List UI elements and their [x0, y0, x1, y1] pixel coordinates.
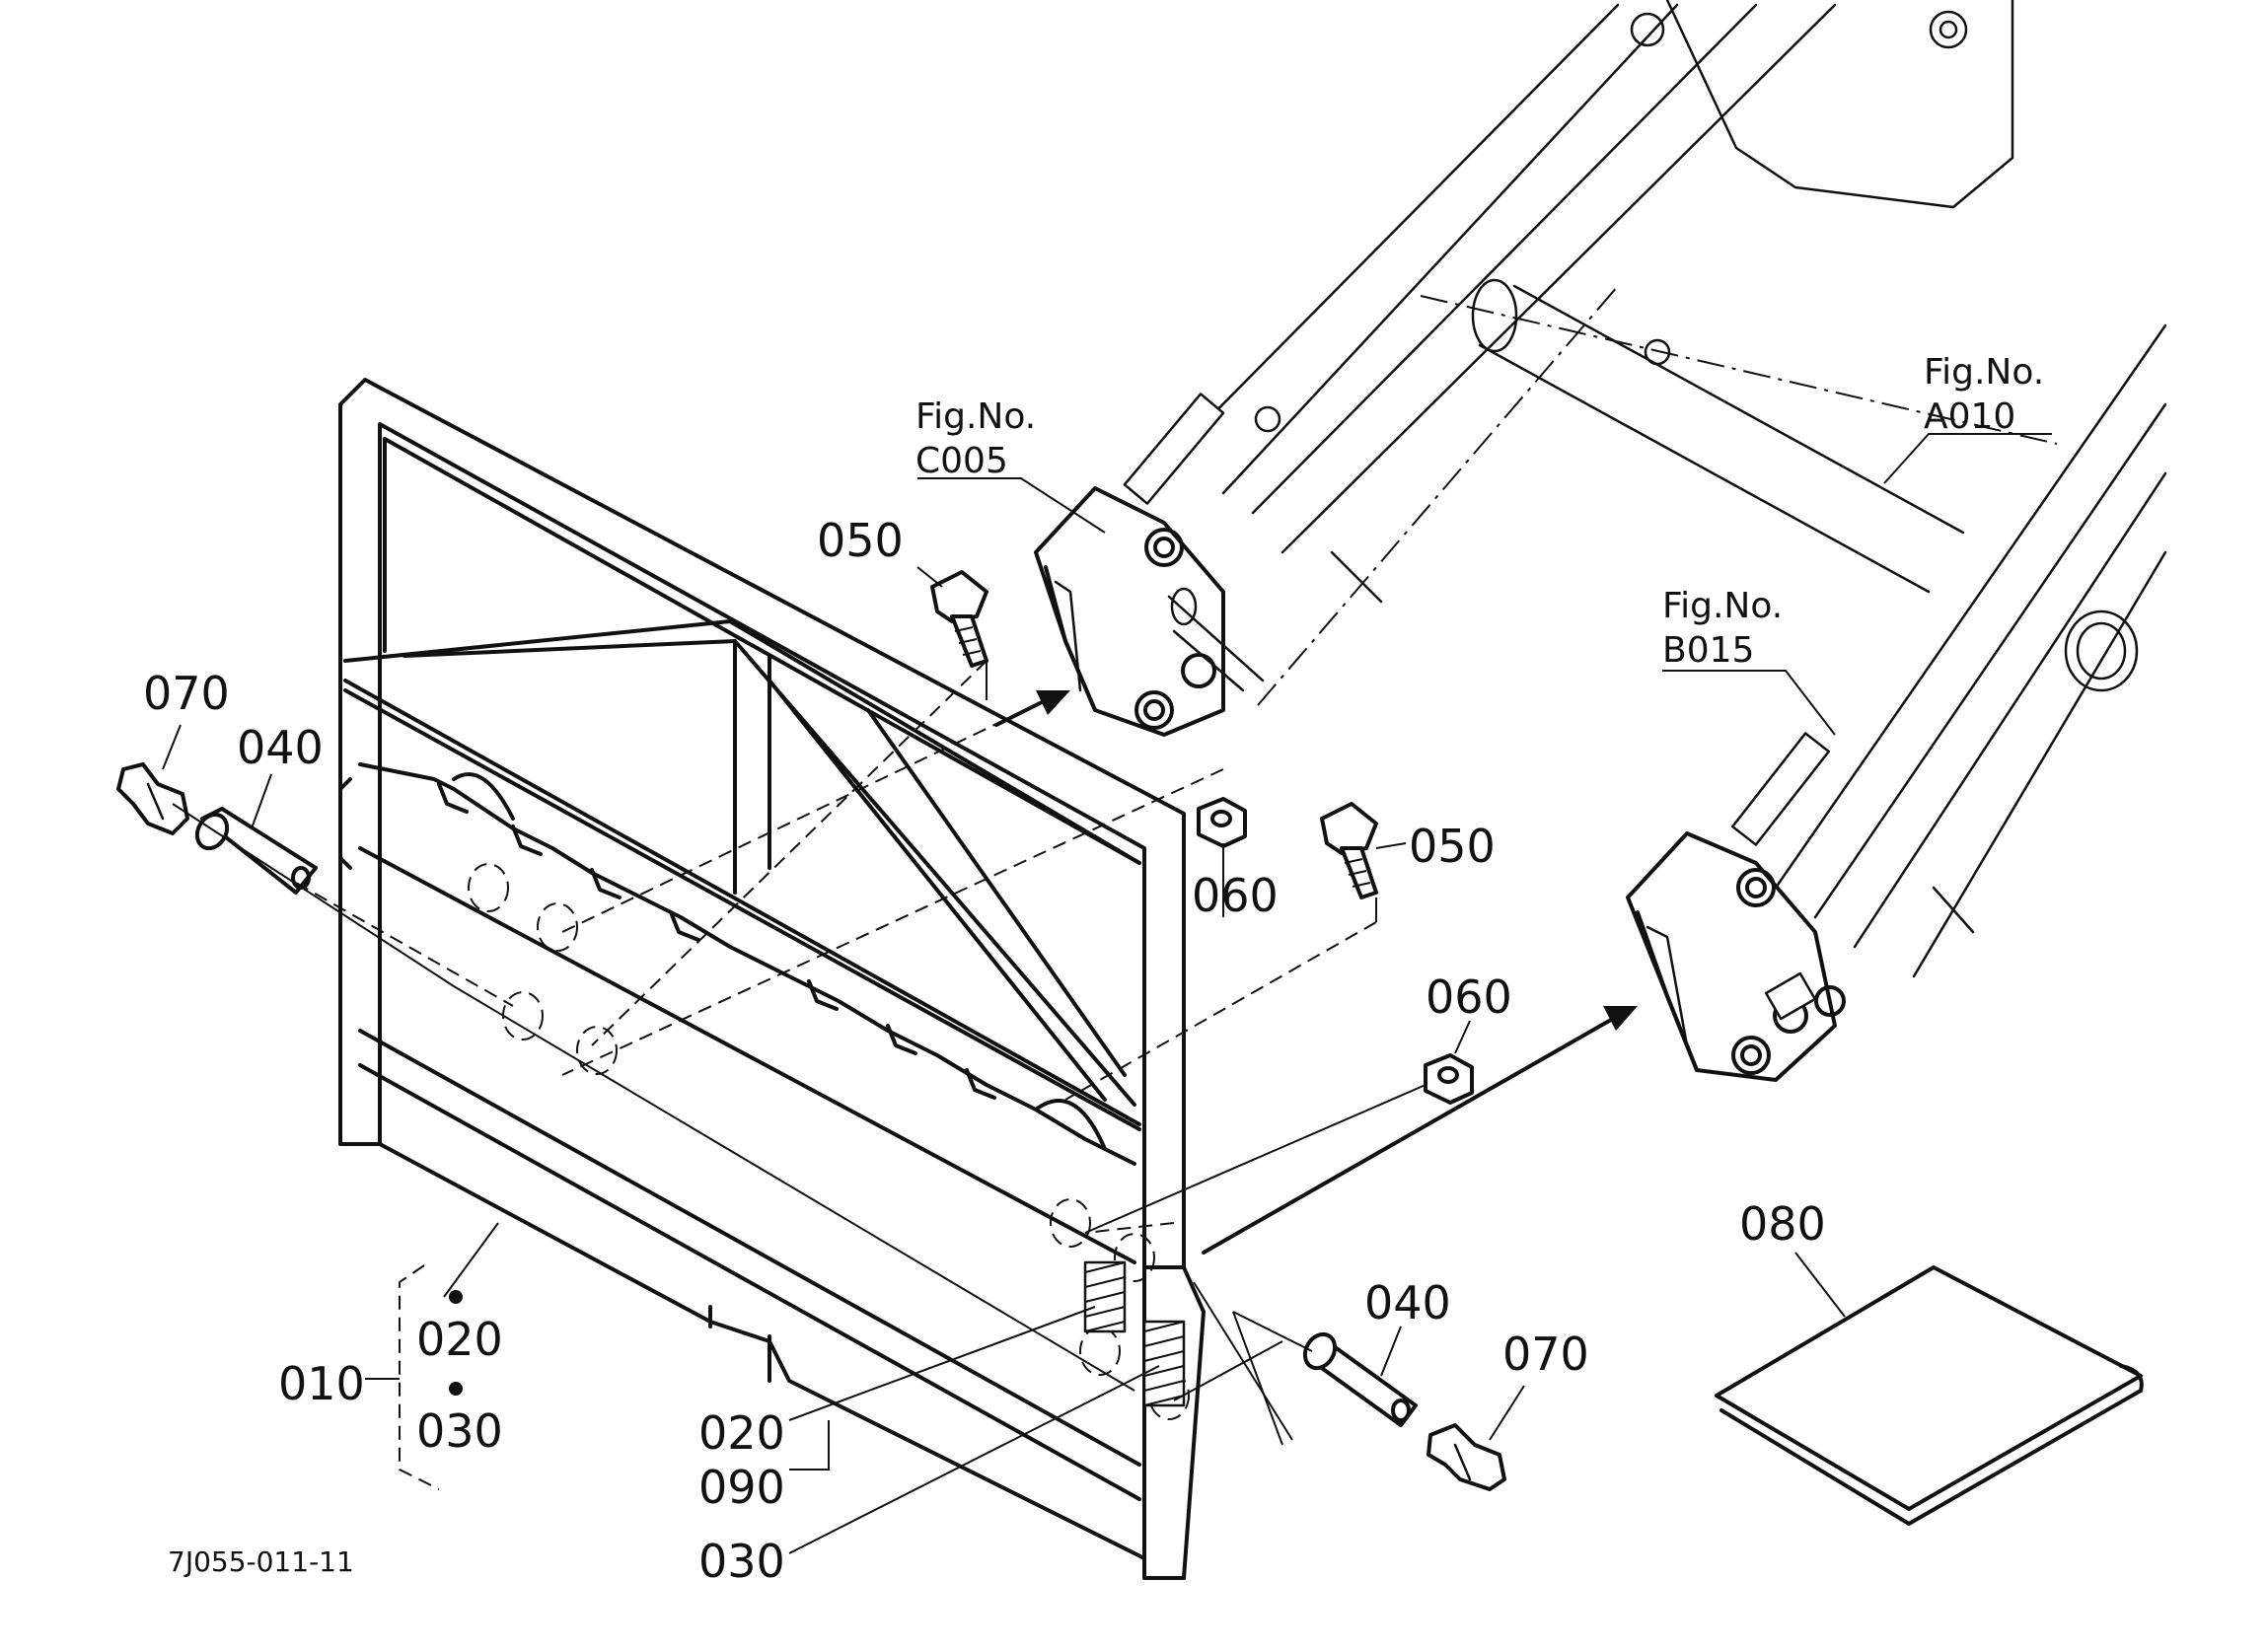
part-label-020: 020	[698, 1406, 785, 1460]
fig-ref-a010-line1: Fig.No.	[1924, 352, 2045, 393]
fig-ref-a010: Fig.No. A010	[1924, 350, 2044, 439]
part-label-030-group: 030	[416, 1404, 503, 1458]
part-label-050-mid: 050	[1409, 820, 1496, 873]
lower-coupler	[1626, 831, 1846, 1082]
grease-fitting-070-left	[116, 762, 189, 835]
part-label-090: 090	[698, 1461, 785, 1514]
fig-ref-b015-line2: B015	[1662, 630, 1755, 671]
manual-080	[1715, 1265, 2144, 1526]
fig-ref-b015: Fig.No. B015	[1662, 584, 1783, 673]
fig-ref-a010-line2: A010	[1924, 396, 2016, 437]
part-label-080: 080	[1739, 1197, 1826, 1251]
part-label-050-top: 050	[817, 514, 904, 567]
decal-030	[1142, 1320, 1186, 1407]
fig-ref-c005-line1: Fig.No.	[915, 396, 1037, 437]
part-label-030: 030	[698, 1535, 785, 1588]
decal-020	[1083, 1260, 1127, 1333]
part-label-070-right: 070	[1502, 1328, 1589, 1381]
part-label-040-left: 040	[237, 721, 324, 774]
part-label-040-right: 040	[1364, 1276, 1451, 1329]
part-label-070-left: 070	[143, 667, 230, 720]
fig-ref-c005-line2: C005	[915, 441, 1008, 481]
pin-040-right	[1302, 1331, 1418, 1427]
bolt-050-mid	[1320, 802, 1378, 899]
upper-coupler	[1034, 486, 1265, 737]
assembly-lines	[172, 660, 1427, 1446]
part-label-060-top: 060	[1192, 869, 1279, 922]
fig-ref-c005: Fig.No. C005	[915, 395, 1036, 483]
attachment-frame	[338, 378, 1206, 1580]
group-bracket-010	[365, 1264, 463, 1490]
nut-060-top	[1197, 797, 1247, 848]
leader-lines	[162, 433, 2052, 1554]
nut-060-mid	[1424, 1053, 1474, 1105]
diagram-code: 7J055-011-11	[168, 1545, 354, 1578]
grease-fitting-070-right	[1427, 1423, 1506, 1491]
part-label-020-group: 020	[416, 1313, 503, 1366]
fig-ref-b015-line1: Fig.No.	[1662, 586, 1784, 626]
bolt-050-top	[930, 570, 988, 668]
arrows	[994, 690, 1638, 1255]
loader-arms	[1123, 0, 2167, 978]
part-label-010: 010	[278, 1357, 365, 1410]
part-label-060-mid: 060	[1426, 970, 1512, 1024]
pin-040-left	[194, 807, 318, 895]
